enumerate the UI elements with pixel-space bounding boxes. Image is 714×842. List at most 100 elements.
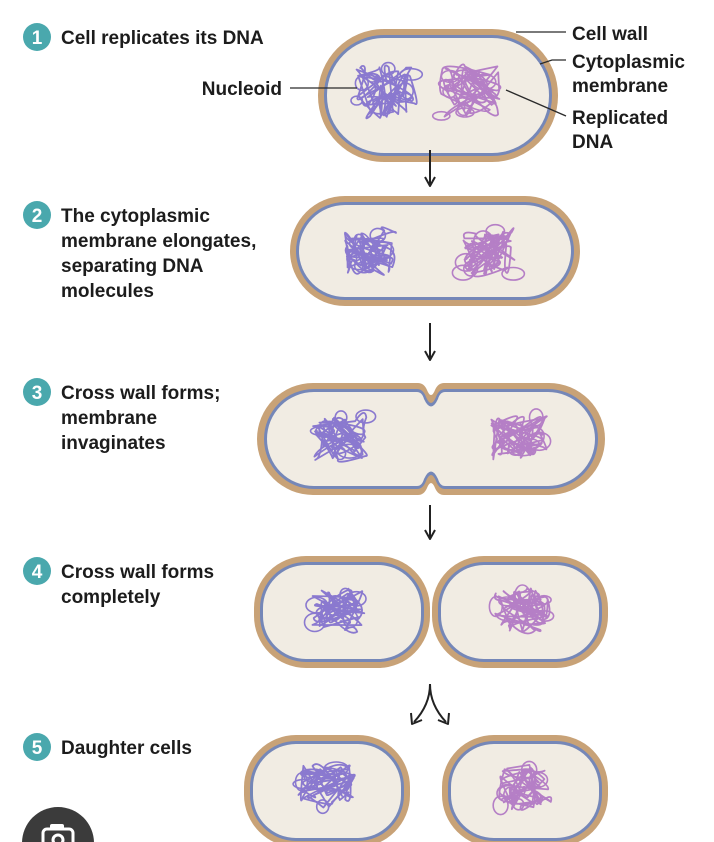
dna-loop <box>380 61 396 76</box>
dna-loop <box>451 264 475 281</box>
step-1: 1 Cell replicates its DNA <box>23 23 264 51</box>
dna-strand <box>444 63 497 105</box>
camera-icon <box>41 824 75 842</box>
dna-loop <box>528 408 544 427</box>
dna-loop <box>520 603 534 616</box>
dna-loop <box>442 83 458 99</box>
dna-step-1-left <box>350 61 424 120</box>
dna-strand <box>461 71 498 115</box>
dna-loop <box>348 238 362 250</box>
step-2-line-4: molecules <box>61 281 154 302</box>
step-1-line-1: Cell replicates its DNA <box>61 28 264 49</box>
dna-loop <box>431 110 451 121</box>
dna-loop <box>528 771 549 788</box>
step-2-line-1: The cytoplasmic <box>61 206 210 227</box>
dna-strand <box>510 587 546 625</box>
dna-loop <box>319 777 339 789</box>
dna-step-1-right <box>431 63 502 121</box>
step-3-line-3: invaginates <box>61 433 166 454</box>
dna-step-5-left <box>292 761 356 815</box>
dna-loop <box>527 431 552 452</box>
label-cytoplasmic-membrane: Cytoplasmic membrane <box>539 52 685 97</box>
cytoplasmic-membrane-label-line-1: Cytoplasmic <box>572 52 685 73</box>
dna-strand <box>465 227 515 274</box>
dna-step-3-left <box>309 409 377 463</box>
step-3-line-2: membrane <box>61 408 157 429</box>
dna-loop <box>319 607 342 620</box>
dna-loop <box>498 596 516 607</box>
dna-loop <box>536 594 552 605</box>
dna-loop <box>452 69 474 82</box>
dna-loop <box>463 260 479 277</box>
dna-loop <box>396 82 415 101</box>
cell-step-3 <box>257 383 605 495</box>
down-arrow-icon <box>424 323 436 361</box>
split-arrow-icon <box>410 683 450 725</box>
step-3-badge <box>23 378 51 406</box>
step-2-badge <box>23 201 51 229</box>
dna-loop <box>350 95 364 106</box>
dna-strand <box>492 417 534 461</box>
dna-loop <box>336 443 363 459</box>
step-2-line-3: separating DNA <box>61 256 204 277</box>
dna-loop <box>303 768 326 784</box>
camera-button[interactable] <box>22 807 94 842</box>
dna-strand <box>361 226 397 268</box>
label-replicated-dna: Replicated DNA <box>505 89 668 153</box>
dna-strand <box>306 766 356 809</box>
dna-loop <box>512 797 525 811</box>
dna-step-2-left <box>344 226 397 276</box>
label-nucleoid: Nucleoid <box>202 79 357 100</box>
cytoplasmic-membrane-label-line-2: membrane <box>572 76 668 97</box>
dna-loop <box>455 107 475 118</box>
dna-strand <box>318 420 368 463</box>
dna-loop <box>323 761 349 776</box>
cell-wall-label: Cell wall <box>572 24 648 45</box>
dna-loop <box>339 587 352 602</box>
step-3: 3 Cross wall forms; membrane invaginates <box>23 378 220 454</box>
step-5-line-1: Daughter cells <box>61 738 192 759</box>
cell-step-4-right <box>432 556 608 668</box>
step-4-line-2: completely <box>61 587 161 608</box>
dna-loop <box>501 266 526 281</box>
dna-loop <box>498 784 522 798</box>
dna-strand <box>366 66 418 115</box>
step-5-badge <box>23 733 51 761</box>
dna-loop <box>354 75 369 92</box>
label-cell-wall: Cell wall <box>516 24 648 45</box>
step-5: 5 Daughter cells <box>23 733 192 761</box>
dna-loop <box>472 246 495 258</box>
dna-loop <box>315 799 330 815</box>
down-arrow-icon <box>424 150 436 187</box>
dna-loop <box>498 432 520 452</box>
dna-strand <box>500 597 545 632</box>
step-4-number: 4 <box>32 562 43 583</box>
dna-strand <box>494 587 546 626</box>
dna-step-4-right <box>488 584 555 635</box>
cell-step-1 <box>318 29 558 162</box>
step-4-line-1: Cross wall forms <box>61 562 214 583</box>
step-5-number: 5 <box>32 738 43 759</box>
dna-strand <box>344 239 385 276</box>
cell-step-2 <box>290 196 580 306</box>
dna-loop <box>514 584 531 606</box>
replicated-dna-label-line-2: DNA <box>572 132 613 153</box>
dna-loop <box>492 795 509 816</box>
step-3-number: 3 <box>32 383 43 404</box>
dna-step-2-right <box>451 223 526 281</box>
dna-loop <box>473 230 494 251</box>
dna-loop <box>440 69 460 84</box>
step-2-number: 2 <box>32 206 43 227</box>
step-4: 4 Cross wall forms completely <box>23 557 214 608</box>
replicated-dna-label-line-1: Replicated <box>572 108 668 129</box>
dna-loop <box>303 612 326 633</box>
dna-strand <box>315 589 353 621</box>
step-1-number: 1 <box>32 28 43 49</box>
dna-strand <box>442 78 499 117</box>
dna-step-3-right <box>490 408 552 461</box>
dna-loop <box>536 610 555 622</box>
dna-loop <box>488 595 503 618</box>
dna-loop <box>472 73 497 91</box>
dna-loop <box>353 257 375 274</box>
dna-strand <box>497 415 543 459</box>
